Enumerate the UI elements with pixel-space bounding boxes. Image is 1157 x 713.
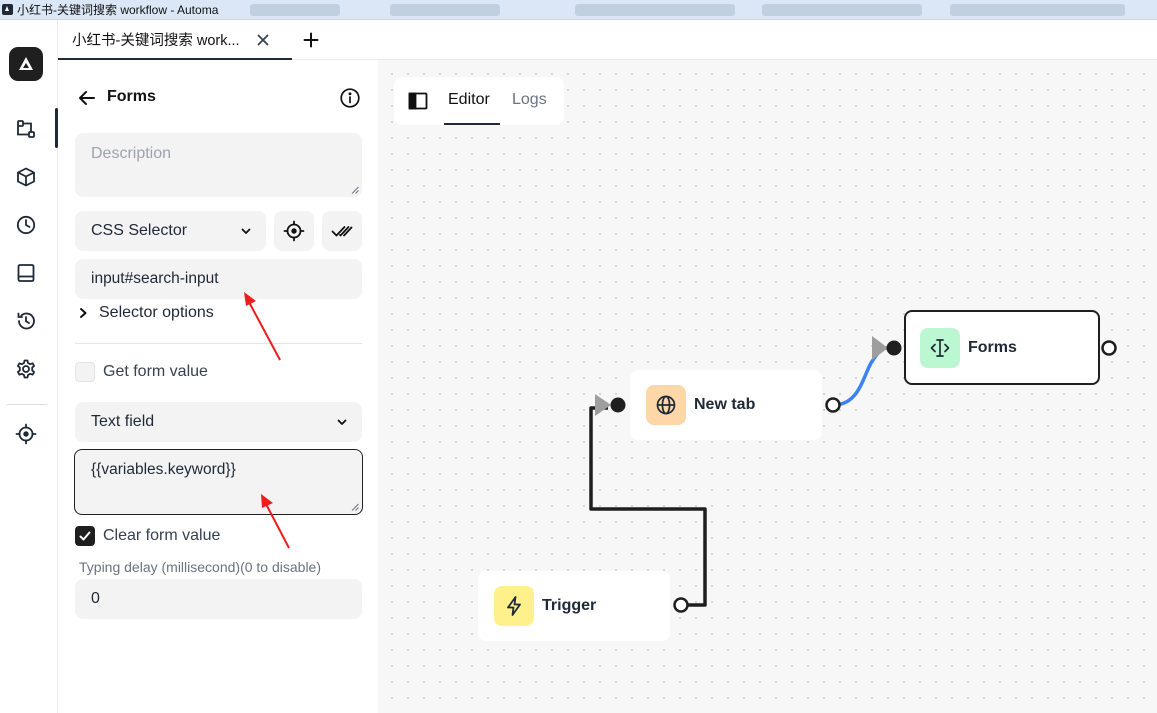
chevron-down-icon — [337, 419, 347, 425]
arrow-left-icon[interactable] — [77, 88, 97, 108]
resize-handle-icon[interactable] — [351, 503, 359, 511]
nav-active-indicator — [55, 108, 58, 148]
nav-history[interactable] — [12, 307, 40, 335]
text-cursor-icon — [920, 327, 960, 368]
background-window-ghost — [950, 4, 1125, 16]
node-label: Trigger — [542, 597, 597, 614]
form-value-text: {{variables.keyword}} — [91, 461, 236, 478]
selector-options-toggle[interactable]: Selector options — [77, 304, 214, 322]
output-handle-forms — [1101, 340, 1117, 356]
storage-icon — [17, 264, 35, 282]
window-title: 小红书-关键词搜索 workflow - Automa — [17, 3, 219, 17]
background-window-ghost — [390, 4, 500, 16]
block-edit-panel: Forms Description CSS Selector input#sea… — [58, 60, 378, 713]
tab-editor[interactable]: Editor — [448, 91, 490, 108]
nav-settings[interactable] — [12, 355, 40, 383]
form-value-textarea[interactable]: {{variables.keyword}} — [74, 449, 363, 515]
sidebar-toggle-icon[interactable] — [408, 91, 428, 111]
nav-element-picker[interactable] — [12, 420, 40, 448]
get-form-value-label: Get form value — [103, 363, 208, 380]
window-titlebar: 小红书-关键词搜索 workflow - Automa — [0, 0, 1157, 20]
bolt-icon — [494, 586, 534, 626]
nav-workflows[interactable] — [12, 115, 40, 143]
background-window-ghost — [762, 4, 922, 16]
chevron-right-icon — [80, 308, 87, 318]
node-new-tab[interactable]: New tab — [630, 370, 822, 440]
selector-type-value: CSS Selector — [91, 222, 188, 239]
workflow-tab-strip: 小红书-关键词搜索 work... — [58, 20, 1157, 60]
typing-delay-input[interactable]: 0 — [75, 579, 362, 619]
history-icon — [17, 312, 35, 330]
description-textarea[interactable]: Description — [75, 133, 362, 197]
automa-logo-icon — [19, 57, 33, 70]
node-label: New tab — [694, 396, 756, 413]
nav-packages[interactable] — [12, 163, 40, 191]
input-handle-forms-arrow — [872, 336, 888, 360]
form-type-select[interactable]: Text field — [75, 402, 362, 442]
select-element-button[interactable] — [274, 211, 314, 251]
selector-type-select[interactable]: CSS Selector — [75, 211, 266, 251]
edge-trigger-to-newtab — [589, 406, 707, 607]
tab-editor-active-underline — [444, 123, 500, 125]
tab-logs[interactable]: Logs — [512, 91, 547, 108]
output-handle-newtab — [825, 397, 841, 413]
chevron-down-icon — [241, 228, 251, 234]
node-label: Forms — [968, 338, 1017, 356]
input-handle-forms — [886, 340, 902, 356]
description-placeholder: Description — [91, 145, 172, 162]
double-check-icon — [331, 226, 353, 237]
resize-handle-icon[interactable] — [351, 186, 359, 194]
automa-app-icon — [2, 4, 13, 15]
clear-form-value-checkbox[interactable]: Clear form value — [75, 526, 220, 546]
panel-divider — [75, 343, 362, 344]
workflow-edges — [589, 336, 888, 607]
node-handles — [610, 340, 1117, 613]
typing-delay-value: 0 — [91, 590, 100, 607]
check-icon — [79, 531, 91, 541]
input-handle-newtab-arrow — [595, 394, 611, 416]
nav-divider — [7, 404, 47, 405]
node-forms[interactable]: Forms — [904, 310, 1100, 385]
background-window-ghost — [575, 4, 735, 16]
output-handle-trigger — [673, 597, 689, 613]
workflows-icon — [17, 120, 35, 138]
verify-selector-button[interactable] — [322, 211, 362, 251]
input-handle-newtab — [610, 397, 626, 413]
app-nav-rail — [0, 20, 58, 713]
form-type-value: Text field — [91, 413, 155, 430]
get-form-value-checkbox[interactable]: Get form value — [75, 362, 208, 382]
info-icon[interactable] — [339, 87, 361, 109]
selector-input[interactable]: input#search-input — [75, 259, 362, 299]
workflow-canvas[interactable]: Editor Logs New tab Trigger Form — [378, 60, 1157, 713]
workflow-tab[interactable]: 小红书-关键词搜索 work... — [58, 20, 292, 60]
tab-label: 小红书-关键词搜索 work... — [72, 32, 240, 49]
typing-delay-label: Typing delay (millisecond)(0 to disable) — [79, 559, 321, 575]
automa-logo[interactable] — [9, 47, 43, 81]
editor-toolbar: Editor Logs — [394, 77, 564, 125]
nav-schedule[interactable] — [12, 211, 40, 239]
checkbox-unchecked[interactable] — [75, 362, 95, 382]
selector-options-label: Selector options — [99, 304, 214, 321]
close-icon[interactable] — [255, 32, 271, 48]
panel-title: Forms — [107, 88, 156, 105]
crosshair-icon — [283, 220, 305, 242]
background-window-ghost — [250, 4, 340, 16]
globe-icon — [646, 385, 686, 425]
element-picker-icon — [15, 423, 37, 445]
schedule-icon — [16, 215, 36, 235]
nav-storage[interactable] — [12, 259, 40, 287]
packages-icon — [17, 167, 35, 187]
plus-icon[interactable] — [302, 31, 320, 49]
settings-icon — [17, 359, 35, 379]
checkbox-checked[interactable] — [75, 526, 95, 546]
clear-form-value-label: Clear form value — [103, 527, 221, 544]
node-trigger[interactable]: Trigger — [478, 571, 670, 641]
selector-input-value: input#search-input — [91, 270, 219, 287]
